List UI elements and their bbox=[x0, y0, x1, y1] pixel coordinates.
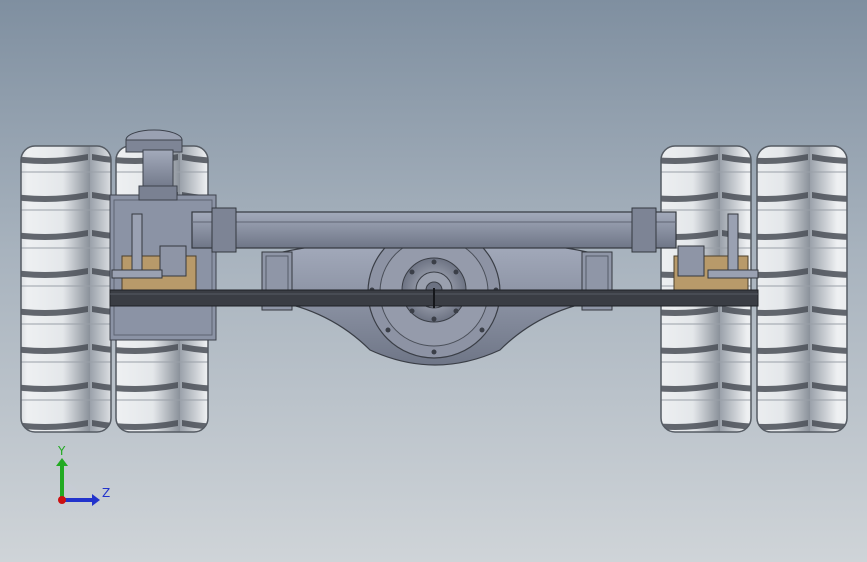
z-axis-label: Z bbox=[102, 486, 110, 500]
steering-link-right bbox=[707, 213, 759, 279]
steering-link-left bbox=[111, 213, 163, 279]
y-axis-label: Y bbox=[57, 444, 66, 458]
origin-icon bbox=[58, 496, 66, 504]
upper-beam bbox=[191, 207, 677, 253]
y-arrow-icon bbox=[56, 458, 68, 466]
coordinate-triad: Y Z bbox=[56, 444, 110, 506]
z-arrow-icon bbox=[92, 494, 100, 506]
tire-left-front bbox=[20, 145, 112, 433]
main-axle-tube bbox=[109, 288, 759, 308]
kingpin-cylinder bbox=[125, 129, 183, 201]
tire-right-outer bbox=[756, 145, 848, 433]
